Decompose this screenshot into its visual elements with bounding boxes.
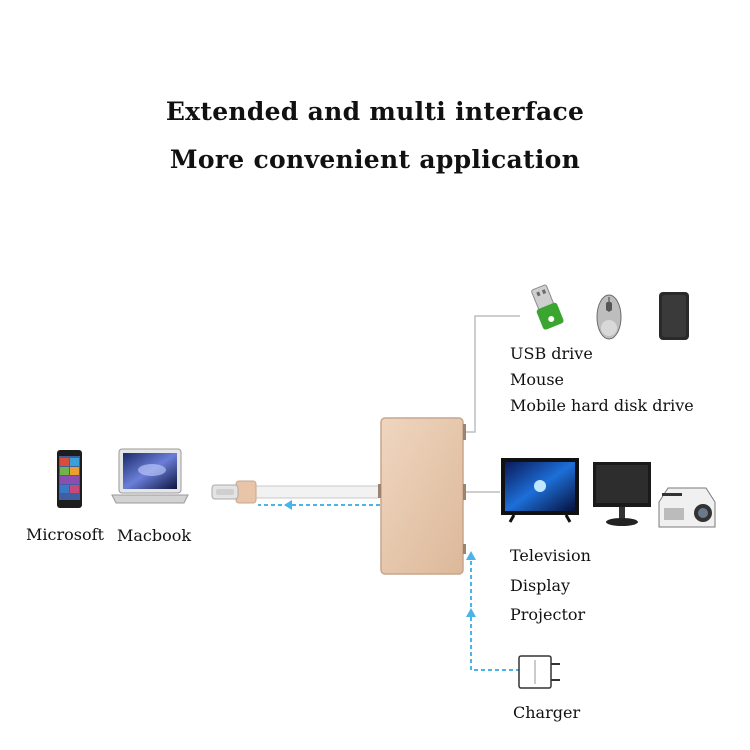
display-label: Display bbox=[510, 576, 571, 595]
hard-drive-icon bbox=[659, 292, 689, 340]
headline-line-1: Extended and multi interface bbox=[165, 97, 585, 126]
usb-drive-label: USB drive bbox=[510, 344, 593, 363]
charger-label: Charger bbox=[513, 703, 581, 722]
television-label: Television bbox=[510, 546, 591, 565]
projector-icon bbox=[658, 487, 716, 528]
flow-lines bbox=[258, 500, 520, 671]
projector-label: Projector bbox=[510, 605, 586, 624]
laptop-label: Macbook bbox=[117, 526, 192, 545]
charger-icon bbox=[518, 655, 560, 689]
flow-arrow-up-2 bbox=[466, 551, 476, 560]
flow-arrow-up-1 bbox=[466, 608, 476, 617]
usb-connector-line bbox=[463, 315, 520, 433]
mouse-label: Mouse bbox=[510, 370, 564, 389]
usb-drive-icon bbox=[531, 284, 564, 330]
phone-label: Microsoft bbox=[26, 525, 104, 544]
television-icon bbox=[501, 458, 579, 523]
usb-c-cable bbox=[211, 480, 383, 504]
phone-icon bbox=[57, 450, 82, 508]
hard-drive-label: Mobile hard disk drive bbox=[510, 396, 694, 415]
monitor-icon bbox=[593, 462, 651, 526]
headline-line-2: More convenient application bbox=[169, 145, 581, 174]
laptop-icon bbox=[111, 448, 189, 504]
usb-c-hub bbox=[378, 417, 466, 575]
flow-arrow-left bbox=[284, 500, 292, 510]
mouse-icon bbox=[596, 294, 622, 340]
